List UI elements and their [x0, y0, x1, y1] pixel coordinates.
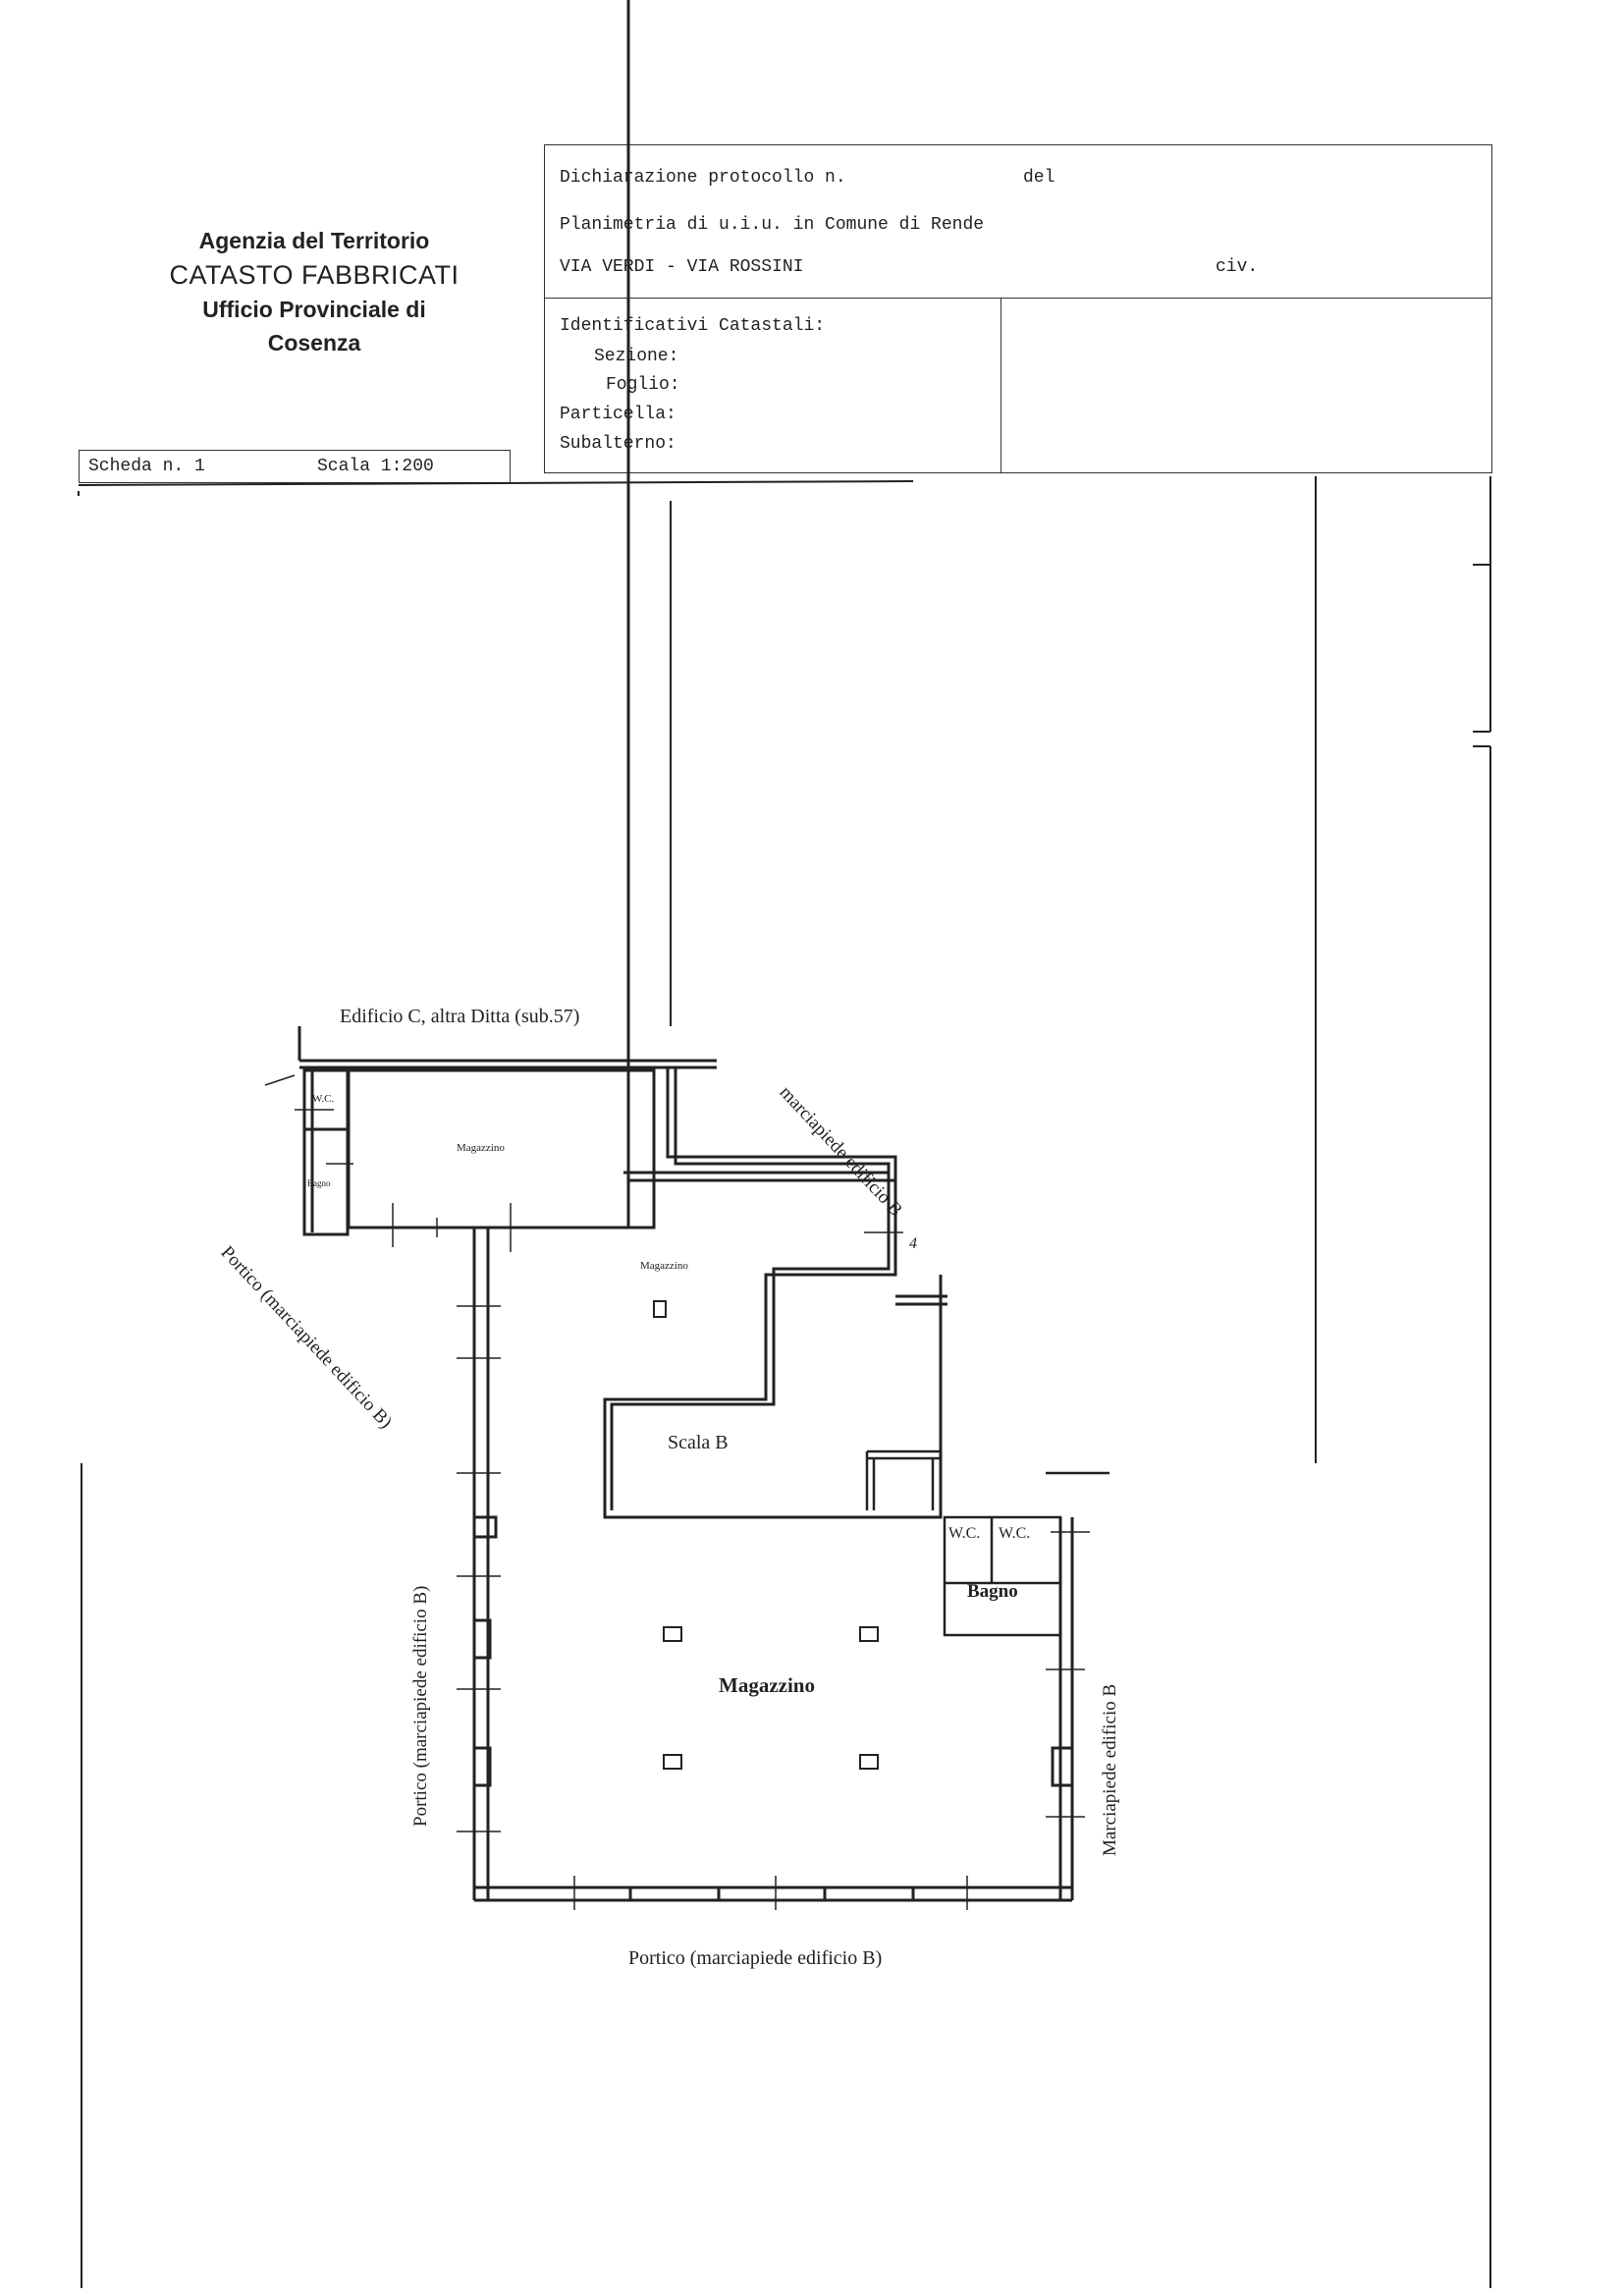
- office-city: Cosenza: [267, 330, 361, 355]
- wc-small-label: W.C.: [312, 1093, 335, 1105]
- magazzino-main-label: Magazzino: [719, 1673, 815, 1697]
- foglio-label: Foglio:: [606, 375, 680, 395]
- door-ticks: [264, 1074, 1090, 1910]
- magazzino-top-label: Magazzino: [457, 1142, 505, 1154]
- magazzino-mid-label: Magazzino: [640, 1260, 688, 1272]
- portico-bottom-label: Portico (marciapiede edificio B): [628, 1947, 883, 1969]
- address-line: VIA VERDI - VIA ROSSINI: [560, 257, 804, 277]
- scala-b-and-services: [865, 1449, 1109, 1637]
- date-label: del: [1023, 168, 1055, 188]
- portico-left-label: Portico (marciapiede edificio B): [410, 1585, 431, 1827]
- wc-1-label: W.C.: [948, 1525, 981, 1542]
- scheda-box: [79, 450, 511, 483]
- planimetry-line: Planimetria di u.i.u. in Comune di Rende: [560, 215, 985, 235]
- civ-label: civ.: [1216, 257, 1259, 277]
- agency-header: Agenzia del Territorio CATASTO FABBRICAT…: [98, 224, 530, 359]
- catasto-title: CATASTO FABBRICATI: [169, 260, 460, 290]
- header-box: [544, 144, 1492, 473]
- upper-left-block: [298, 1026, 717, 1236]
- bottom-wall: [474, 1886, 1072, 1902]
- scheda-scale: Scala 1:200: [317, 457, 434, 476]
- scheda-number: Scheda n. 1: [88, 457, 205, 476]
- bagno-label: Bagno: [967, 1581, 1018, 1602]
- bagno-small-label: Bagno: [307, 1178, 331, 1188]
- header-divider: [544, 298, 1492, 299]
- subalterno-label: Subalterno:: [560, 434, 676, 454]
- sezione-label: Sezione:: [594, 347, 679, 366]
- mid-mark: 4: [909, 1235, 917, 1252]
- identifiers-title: Identificativi Catastali:: [560, 316, 826, 336]
- particella-label: Particella:: [560, 405, 676, 424]
- frame-top-line: [78, 480, 914, 486]
- right-wall: [1051, 1517, 1074, 1900]
- left-portico-wall: [472, 1228, 498, 1900]
- scala-b-label: Scala B: [668, 1432, 729, 1453]
- office-name: Ufficio Provinciale di: [202, 297, 426, 322]
- pillars: [653, 1300, 879, 1770]
- wc-2-label: W.C.: [999, 1525, 1031, 1542]
- edificio-c-label: Edificio C, altra Ditta (sub.57): [340, 1006, 580, 1027]
- protocol-label: Dichiarazione protocollo n.: [560, 168, 846, 188]
- agency-name: Agenzia del Territorio: [198, 228, 430, 253]
- marciapiede-right-label: Marciapiede edificio B: [1100, 1683, 1120, 1856]
- central-magazzino-walls: [603, 0, 947, 1519]
